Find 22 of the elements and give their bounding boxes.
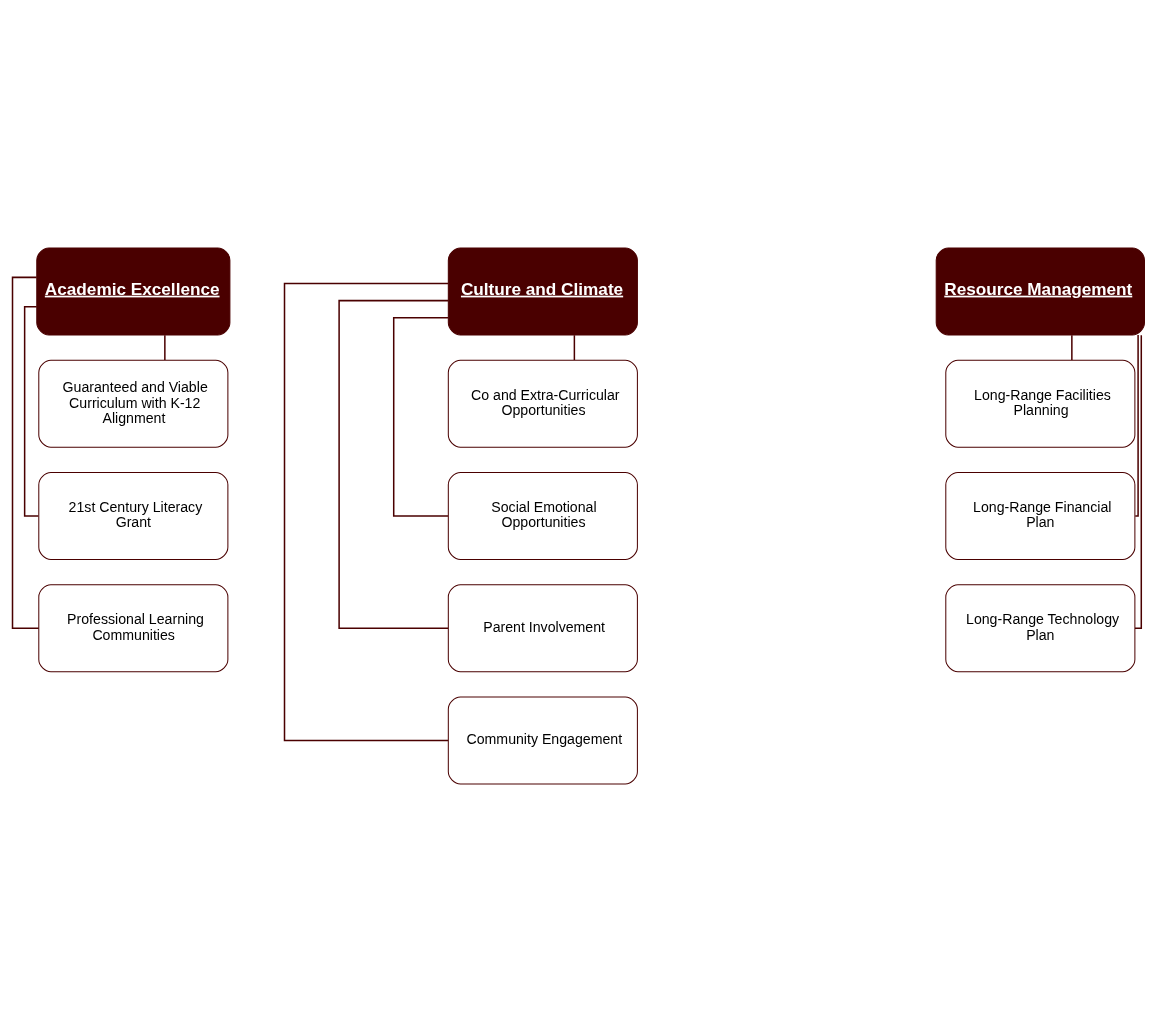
connector — [283, 282, 449, 741]
node-box: Guaranteed and Viable Curriculum with K-12 Alignment — [38, 359, 229, 448]
node-box: Long-Range Technology Plan — [945, 583, 1136, 672]
node-box: Social Emotional Opportunities — [447, 471, 638, 560]
node-box: Academic Excellence — [36, 247, 231, 335]
node-box: Resource Management — [935, 247, 1145, 335]
connector — [1134, 333, 1139, 517]
connector — [11, 276, 40, 629]
connector — [573, 334, 576, 361]
connector — [1134, 333, 1143, 629]
node-box: Parent Involvement — [447, 583, 638, 672]
node-box: Long-Range Facilities Planning — [945, 359, 1136, 448]
connector — [338, 299, 449, 629]
node-box: Culture and Climate — [447, 247, 638, 335]
node-box: Community Engagement — [447, 696, 638, 784]
node-box: Long-Range Financial Plan — [945, 471, 1136, 560]
node-box: Professional Learning Communities — [38, 583, 229, 672]
connector — [164, 334, 166, 361]
connector — [1071, 334, 1073, 361]
node-box: 21st Century Literacy Grant — [38, 471, 229, 560]
connector — [392, 316, 449, 517]
node-box: Co and Extra-Curricular Opportunities — [447, 359, 638, 448]
